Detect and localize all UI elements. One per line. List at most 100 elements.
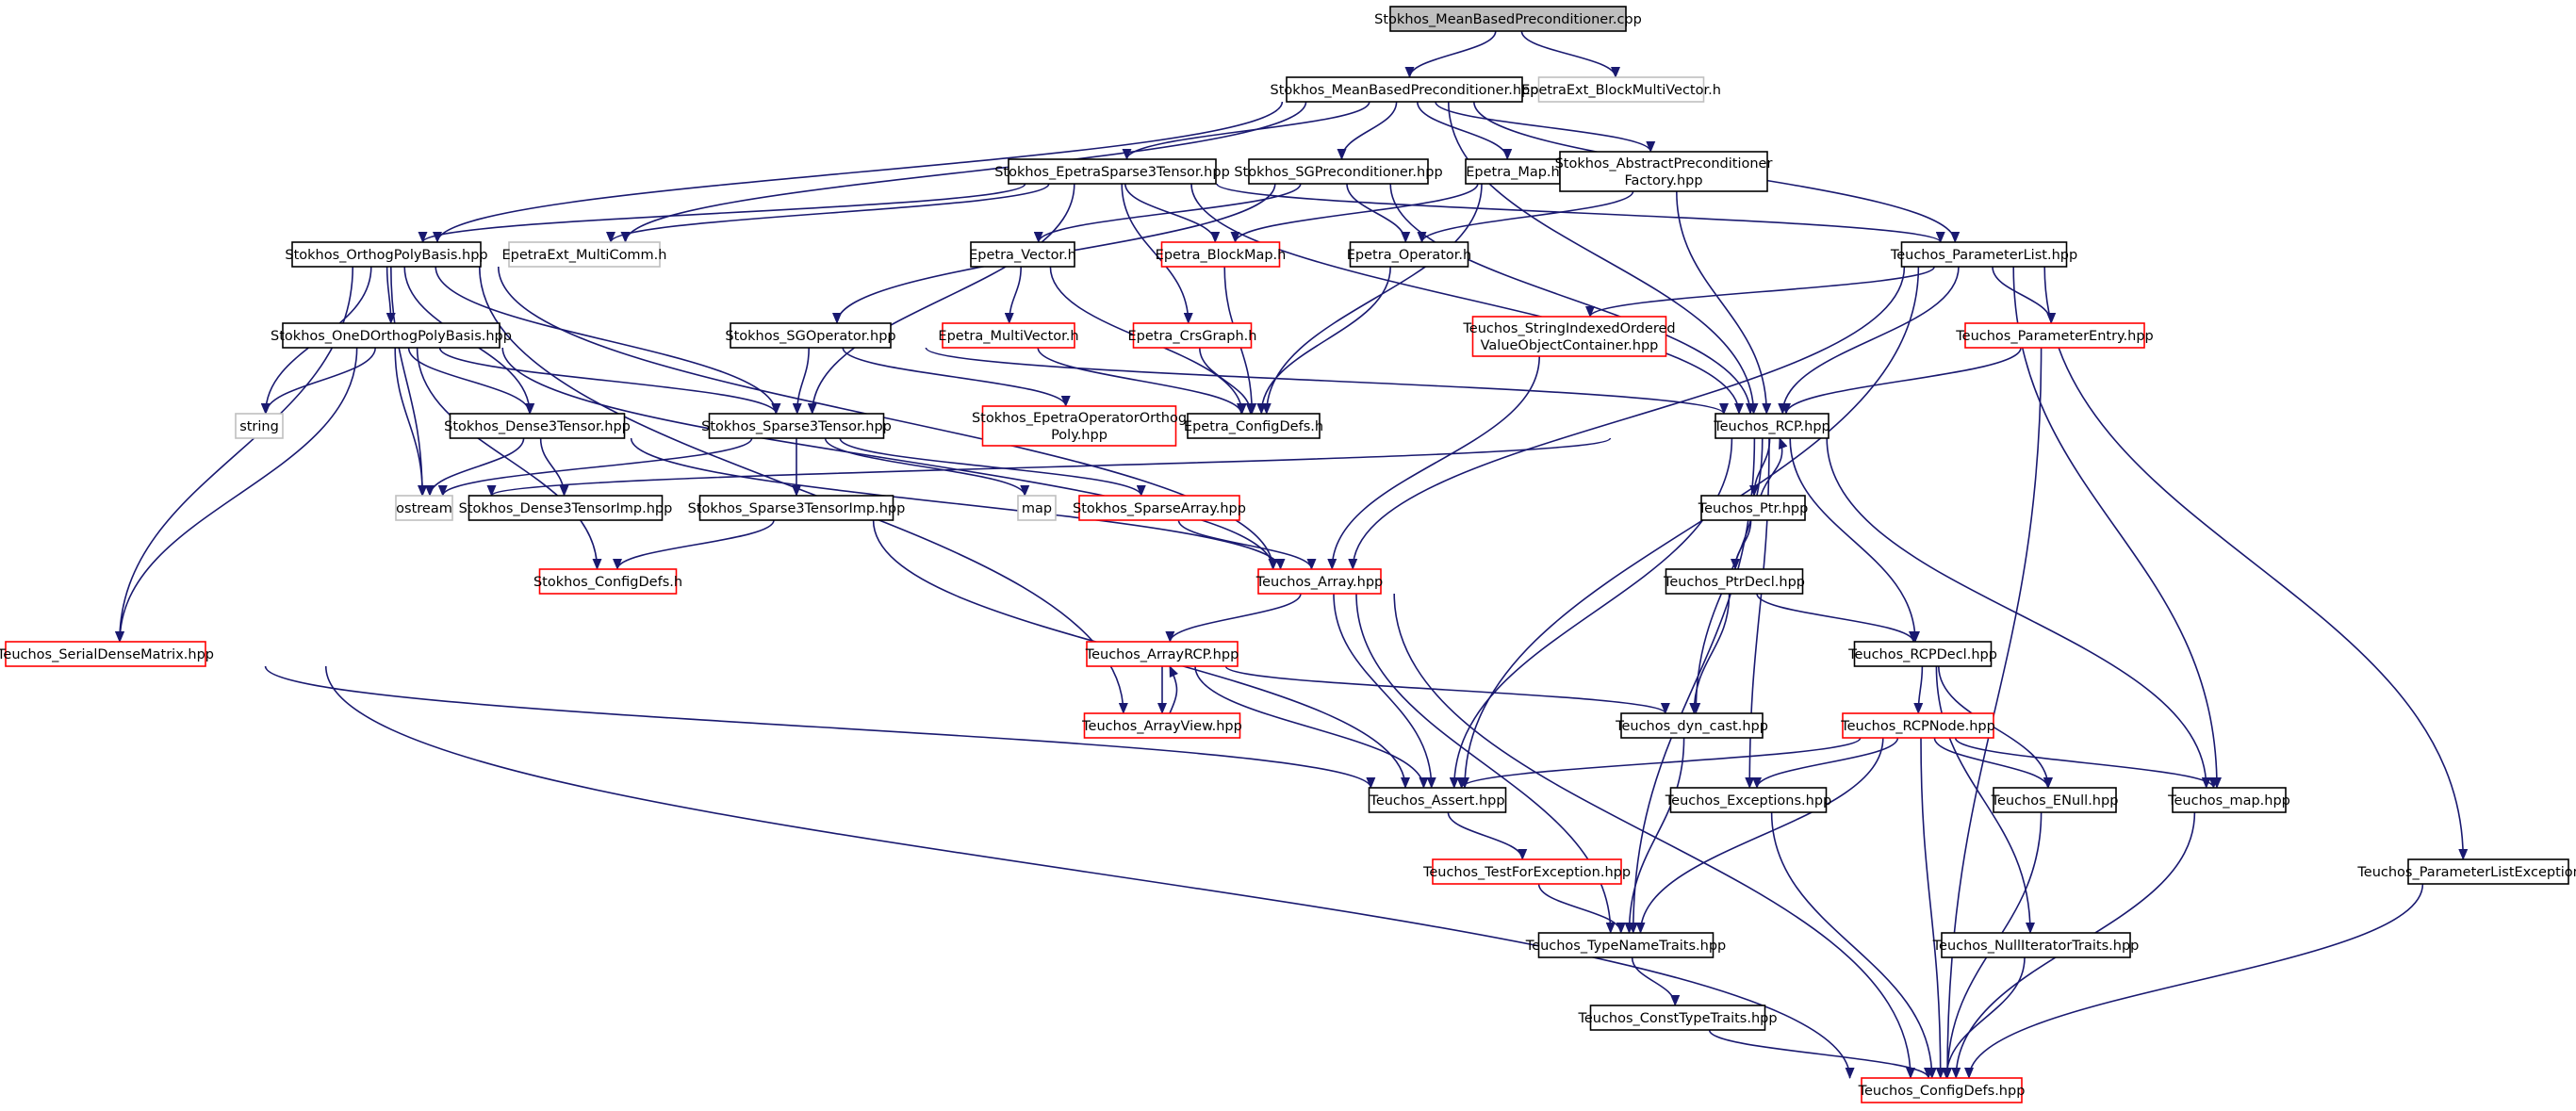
node-tenull[interactable]: Teuchos_ENull.hpp [1991,787,2119,813]
node-box [1083,712,1241,739]
edge-path [842,347,1071,407]
node-sgp[interactable]: Stokhos_SGPreconditioner.hpp [1234,158,1443,185]
node-evec[interactable]: Epetra_Vector.h [969,241,1076,268]
node-label: Epetra_Operator.h [1347,248,1471,263]
node-tav[interactable]: Teuchos_ArrayView.hpp [1081,712,1242,739]
dependency-edge-mbp-to-emap [1417,101,1513,160]
dependency-edge-root-to-bmv [1520,30,1620,78]
node-label: Epetra_Map.h [1466,165,1559,180]
node-mbp[interactable]: Stokhos_MeanBasedPreconditioner.hpp [1271,76,1539,103]
node-tple[interactable]: Teuchos_ParameterListExceptions.hpp [2356,858,2576,885]
node-ecd[interactable]: Epetra_ConfigDefs.h [1184,413,1323,439]
node-tctt[interactable]: Teuchos_ConstTypeTraits.hpp [1577,1005,1778,1031]
node-box [1700,495,1806,521]
node-label: Teuchos_Exceptions.hpp [1665,793,1831,809]
dependency-edge-oopb-to-ostream [394,347,428,497]
node-eop[interactable]: Epetra_Operator.h [1347,241,1471,268]
dependency-edge-tptrd-to-tdyn [1689,593,1731,714]
node-box [1853,641,1993,667]
node-box [1620,712,1764,739]
node-layer: Stokhos_MeanBasedPreconditioner.cppStokh… [0,6,2576,1103]
node-opb[interactable]: Stokhos_OrthogPolyBasis.hpp [285,241,488,268]
dependency-edge-eop-to-ecd [1256,266,1391,415]
dependency-edge-opb-to-tav [478,266,1128,714]
edge-path [1037,347,1246,415]
node-box [1008,158,1217,185]
edge-path [1954,737,2219,789]
node-tptr[interactable]: Teuchos_Ptr.hpp [1698,495,1809,521]
node-label: Epetra_ConfigDefs.h [1184,419,1323,434]
dependency-edge-trcpn-to-tcd [1920,737,1945,1079]
node-label: Stokhos_Dense3TensorImp.hpp [459,501,673,516]
dependency-edge-trcp-to-ttnt [1628,437,1756,934]
dependency-edge-mbp-to-sgp [1337,101,1398,160]
node-box [468,495,664,521]
dependency-edge-mbp-to-opb [433,101,1284,243]
node-sgo[interactable]: Stokhos_SGOperator.hpp [725,322,896,349]
node-tmap[interactable]: Teuchos_map.hpp [2167,787,2290,813]
node-texc[interactable]: Teuchos_Exceptions.hpp [1665,787,1831,813]
dependency-edge-trcpn-to-tmap [1954,737,2219,789]
edge-path [1781,347,2022,415]
node-box [235,413,284,439]
dependency-edge-oopb-to-string [261,347,376,415]
node-box [981,405,1177,447]
node-label: string [239,419,279,434]
node-emap[interactable]: Epetra_Map.h [1465,158,1561,185]
dependency-edge-ecrs-to-ecd [1199,347,1255,415]
node-tarcp[interactable]: Teuchos_ArrayRCP.hpp [1085,641,1239,667]
node-label: ostream [396,501,452,516]
node-scd[interactable]: Stokhos_ConfigDefs.h [533,568,682,595]
node-tcd[interactable]: Teuchos_ConfigDefs.hpp [1858,1077,2026,1103]
node-ss3ti[interactable]: Stokhos_Sparse3TensorImp.hpp [688,495,906,521]
node-apf[interactable]: Stokhos_AbstractPreconditionerFactory.hp… [1555,151,1773,192]
node-tptrd[interactable]: Teuchos_PtrDecl.hpp [1663,568,1805,595]
edge-path [1635,737,1884,934]
node-box [1132,322,1253,349]
node-box [1465,158,1561,185]
edge-path [1447,811,1528,860]
edge-path [1760,437,1788,497]
node-box [1257,568,1382,595]
node-tnit[interactable]: Teuchos_NullIteratorTraits.hpp [1932,932,2140,958]
edge-path [1417,190,1634,243]
edge-path [386,266,396,324]
node-box [395,495,453,521]
dependency-edge-oopb-to-scd [416,347,602,570]
dependency-edge-sd3t-to-ostream [425,437,525,497]
dependency-edge-tptr-to-tptrd [1731,519,1752,570]
node-tarr[interactable]: Teuchos_Array.hpp [1255,568,1384,595]
node-es3t[interactable]: Stokhos_EpetraSparse3Tensor.hpp [994,158,1230,185]
dependency-edge-apf-to-trcp [1676,190,1772,415]
node-ttnt[interactable]: Teuchos_TypeNameTraits.hpp [1525,932,1726,958]
node-tassert[interactable]: Teuchos_Assert.hpp [1368,787,1507,813]
dependency-edge-tsdm-to-tassert [264,665,1376,789]
edge-path [630,437,1286,570]
node-label: Stokhos_SparseArray.hpp [1073,501,1246,516]
node-ttfe[interactable]: Teuchos_TestForException.hpp [1422,858,1631,885]
edge-path [437,437,753,497]
node-sd3t[interactable]: Stokhos_Dense3Tensor.hpp [444,413,631,439]
node-sd3ti[interactable]: Stokhos_Dense3TensorImp.hpp [459,495,673,521]
node-label: Teuchos_ConstTypeTraits.hpp [1577,1011,1777,1026]
node-tsiovc[interactable]: Teuchos_StringIndexedOrderedValueObjectC… [1462,316,1676,357]
node-ebm[interactable]: Epetra_BlockMap.h [1156,241,1287,268]
node-tdyn[interactable]: Teuchos_dyn_cast.hpp [1615,712,1768,739]
node-trcpd[interactable]: Teuchos_RCPDecl.hpp [1847,641,1997,667]
node-label: Teuchos_Array.hpp [1255,575,1384,590]
node-emv[interactable]: Epetra_MultiVector.h [938,322,1079,349]
node-tsdm[interactable]: Teuchos_SerialDenseMatrix.hpp [0,641,214,667]
node-ecrs[interactable]: Epetra_CrsGraph.h [1128,322,1257,349]
dependency-edge-ttnt-to-tctt [1631,956,1681,1006]
node-tpe[interactable]: Teuchos_ParameterEntry.hpp [1955,322,2154,349]
node-trcp[interactable]: Teuchos_RCP.hpp [1713,413,1830,439]
node-label: Teuchos_Ptr.hpp [1698,501,1809,516]
edge-path [1770,811,1937,1079]
node-tpl[interactable]: Teuchos_ParameterList.hpp [1890,241,2077,268]
node-trcpn[interactable]: Teuchos_RCPNode.hpp [1840,712,1995,739]
node-oopb[interactable]: Stokhos_OneDOrthogPolyBasis.hpp [271,322,512,349]
node-box [1589,1005,1766,1031]
node-ssa[interactable]: Stokhos_SparseArray.hpp [1073,495,1246,521]
node-ss3t[interactable]: Stokhos_Sparse3Tensor.hpp [701,413,892,439]
